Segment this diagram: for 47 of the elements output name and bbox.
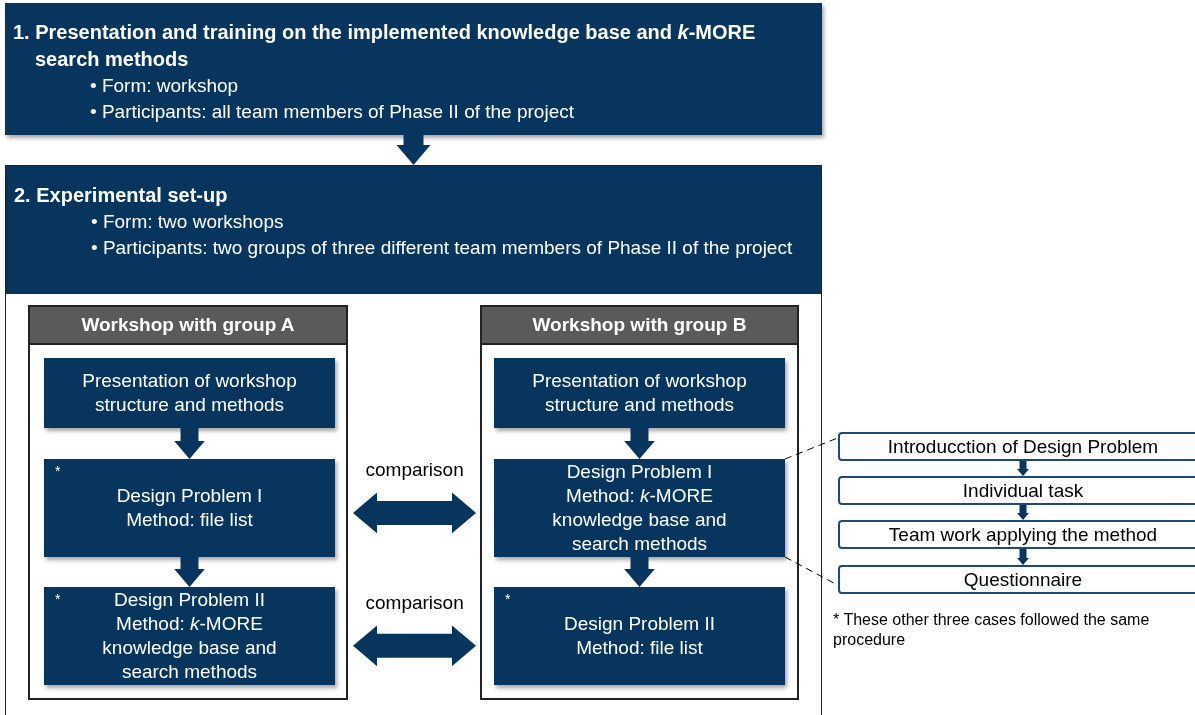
box-text: Presentation of workshop structure and methods	[81, 369, 298, 417]
double-arrow	[353, 625, 476, 667]
box-text: Individual task	[962, 479, 1084, 502]
process-box	[5, 3, 822, 135]
panel-title: Workshop with group B	[531, 313, 748, 337]
box-text: Design Problem II Method: file list	[563, 612, 716, 660]
arrow	[1017, 461, 1029, 476]
process-box	[494, 459, 785, 557]
box-text: Design Problem I Method: file list	[115, 484, 264, 532]
footnote-mark: *	[55, 592, 61, 606]
bullet-item: • Form: workshop	[90, 74, 240, 98]
double-arrow	[353, 492, 476, 534]
section-panel	[5, 165, 822, 715]
arrow	[174, 428, 205, 459]
bullet-item: • Participants: two groups of three different team members of Phase II of the project	[91, 236, 794, 260]
workshop-panel	[480, 305, 799, 700]
box-text: Presentation of workshop structure and methods	[531, 369, 748, 417]
box-text: Questionnaire	[963, 568, 1083, 591]
arrow	[624, 428, 655, 459]
leader-line	[784, 437, 839, 460]
process-box	[494, 358, 785, 428]
box-text: Design Problem I Method: k-MORE knowledge base and search methods	[551, 460, 728, 556]
bullet-item: • Form: two workshops	[91, 210, 285, 234]
arrow	[1017, 505, 1029, 520]
arrow	[624, 557, 655, 587]
box-text: Design Problem II Method: k-MORE knowledge base and search methods	[101, 588, 278, 684]
heading: 2. Experimental set-up	[14, 183, 229, 208]
footnote-mark: *	[505, 592, 511, 606]
step-box	[838, 476, 1195, 505]
heading: 1. Presentation and training on the implemented knowledge base and k-MORE search methods	[13, 20, 757, 72]
arrow	[396, 135, 431, 165]
arrow	[174, 557, 205, 587]
arrow	[1017, 549, 1029, 565]
process-box	[494, 587, 785, 685]
footnote-mark: *	[55, 464, 61, 478]
box-text: Introducction of Design Problem	[887, 435, 1159, 458]
step-box	[838, 520, 1195, 549]
step-box	[838, 432, 1195, 461]
process-box	[44, 358, 335, 428]
step-box	[838, 565, 1195, 594]
process-box	[44, 587, 335, 685]
process-box	[44, 459, 335, 557]
workshop-panel	[28, 305, 348, 700]
bullet-item: • Participants: all team members of Phase II of the project	[90, 100, 575, 124]
box-text: Team work applying the method	[888, 523, 1158, 546]
panel-title: Workshop with group A	[80, 313, 296, 337]
footnote: * These other three cases followed the same procedure	[833, 610, 1151, 650]
